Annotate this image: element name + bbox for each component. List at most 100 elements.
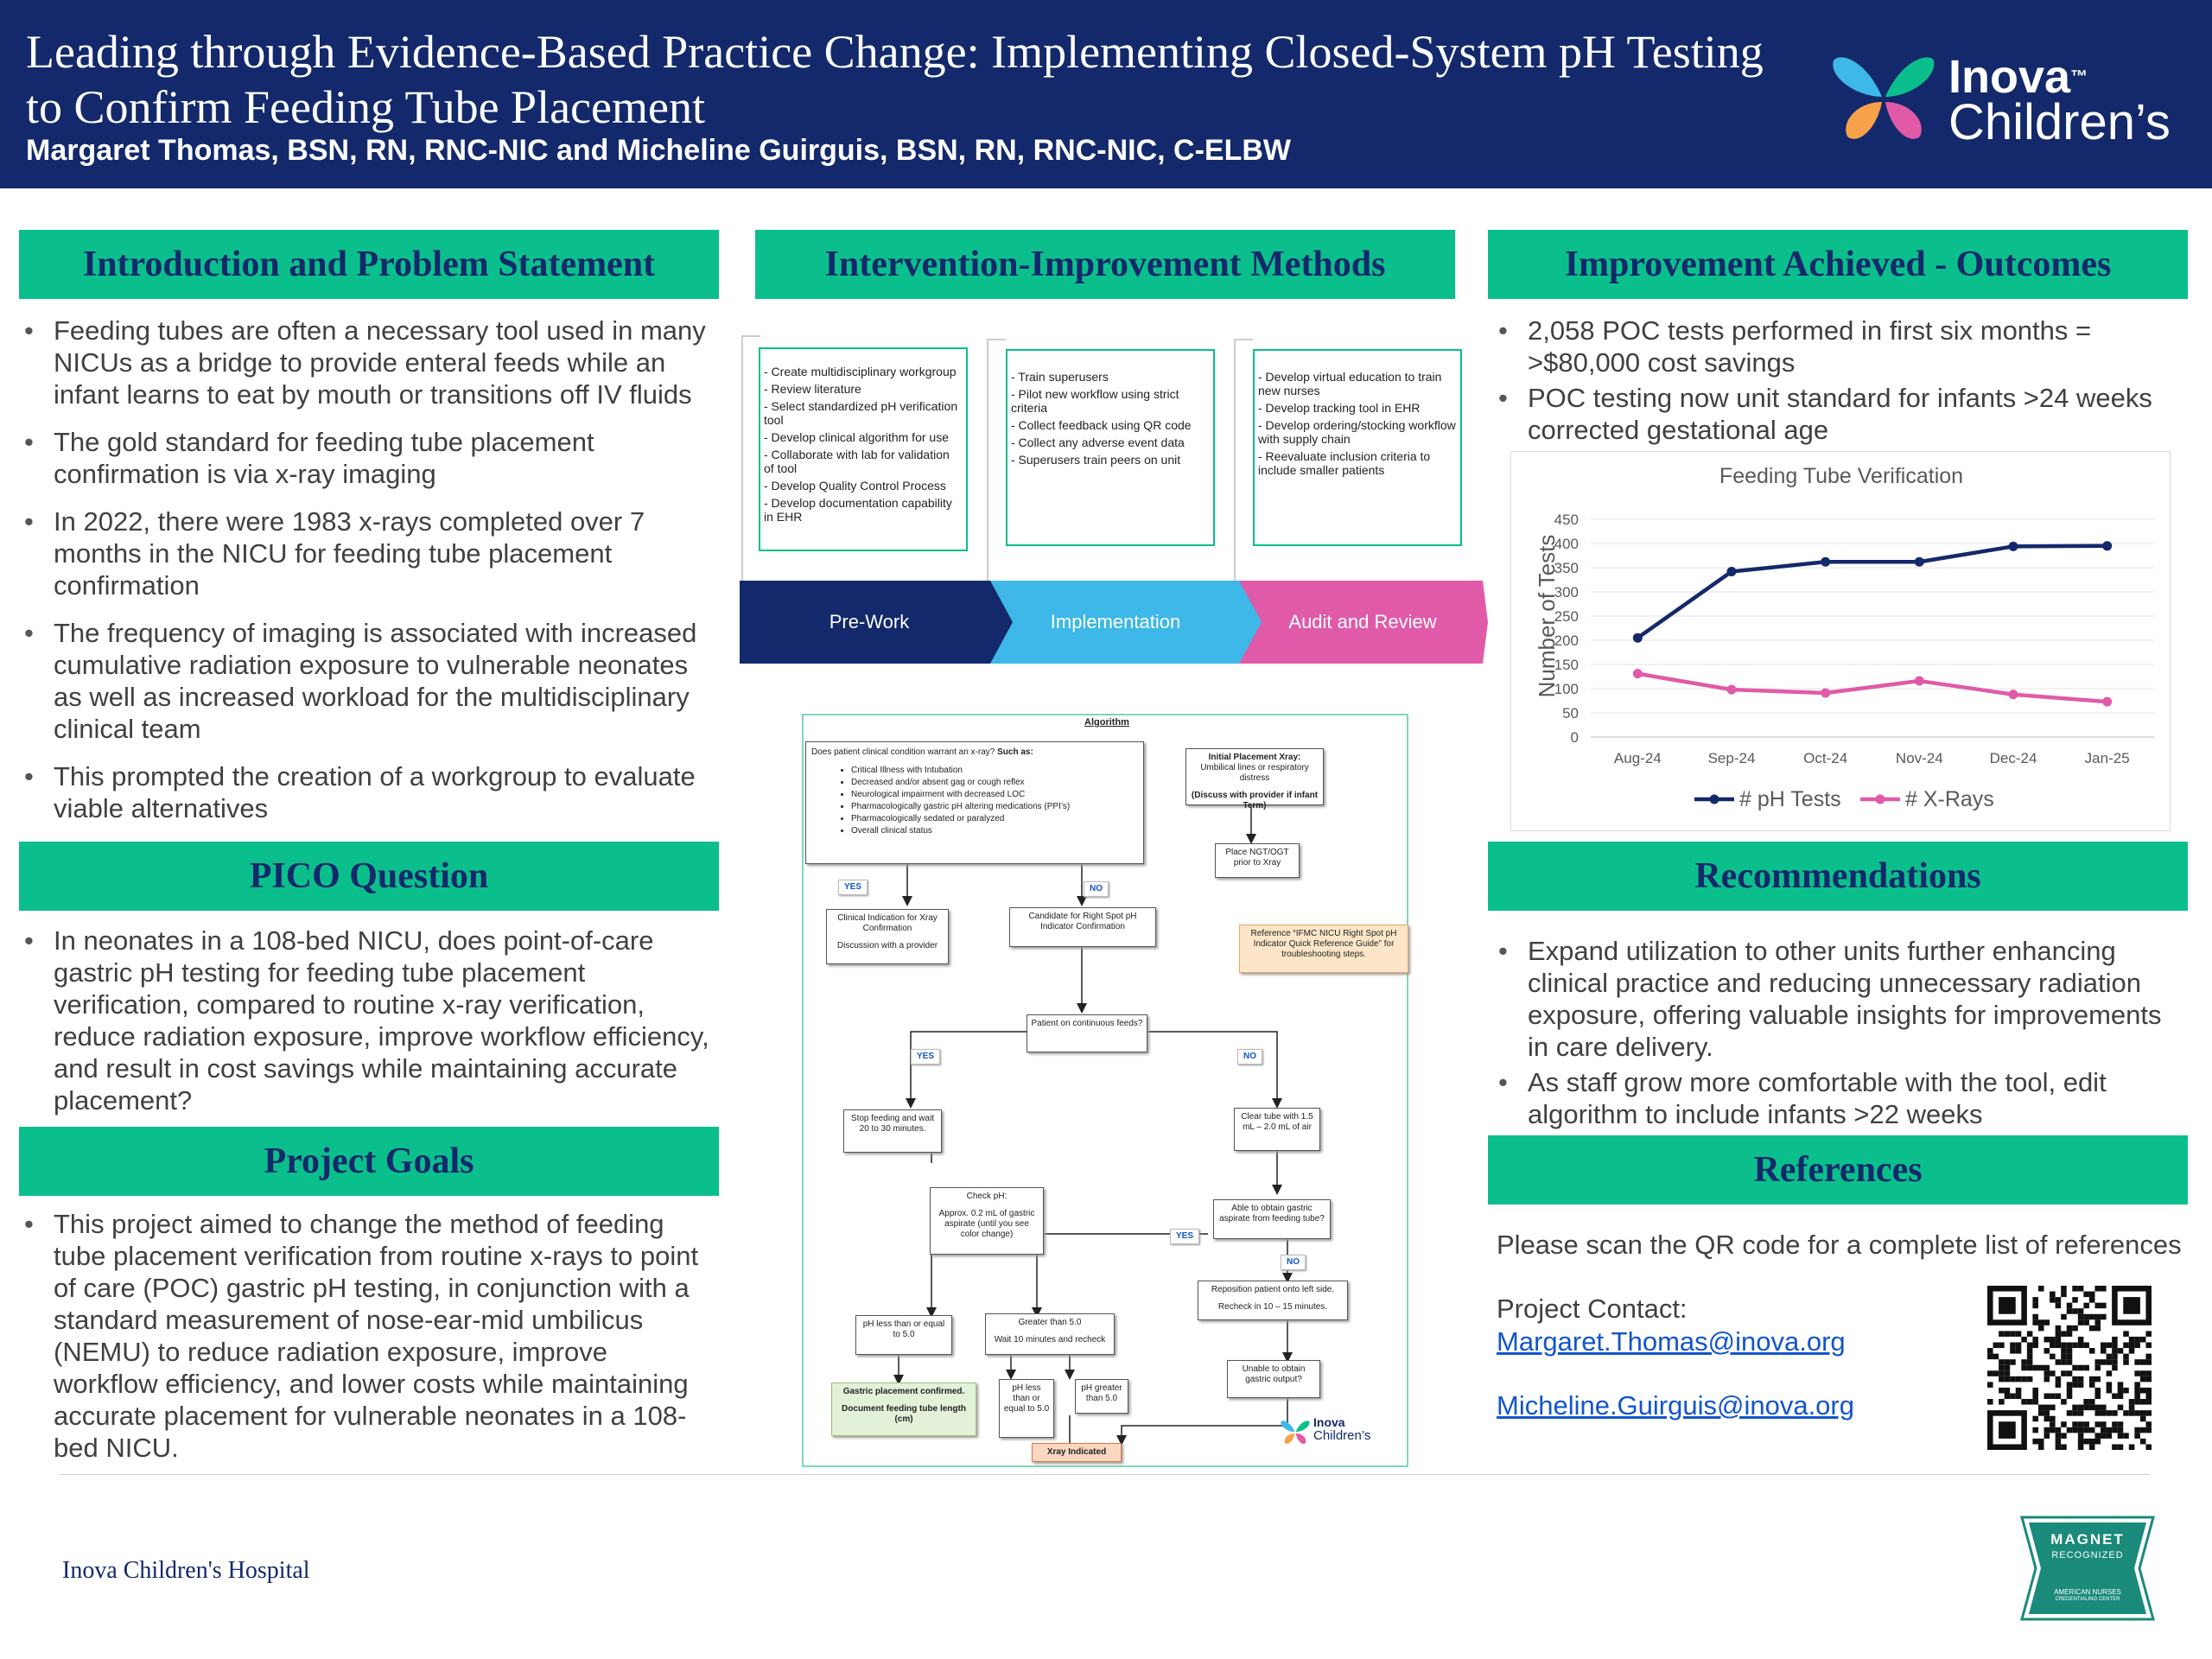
list-item: The gold standard for feeding tube place… (19, 426, 719, 490)
algorithm-logo: Inova Children’s (1281, 1415, 1384, 1450)
yes-label: YES (838, 880, 868, 895)
list-item: - Pilot new workflow using strict criter… (1011, 387, 1179, 415)
clinical-condition-box: Does patient clinical condition warrant … (805, 741, 1144, 864)
list-item: - Collaborate with lab for validation of… (764, 448, 950, 475)
list-item: Feeding tubes are often a necessary tool… (19, 315, 719, 410)
initial-xray-box: Initial Placement Xray: Umbilical lines … (1185, 748, 1324, 810)
algorithm-title: Algorithm (1084, 717, 1129, 728)
box-text: Discussion with a provider (836, 941, 938, 950)
list-item: - Train superusers (1011, 370, 1109, 384)
list-item: Decreased and/or absent gag or cough ref… (851, 777, 1138, 789)
chart-ytick-label: 350 (1554, 560, 1579, 576)
chart-point (1821, 688, 1831, 698)
clear-tube-box: Clear tube with 1.5 mL – 2.0 mL of air (1234, 1108, 1320, 1151)
box-text: Recheck in 10 – 15 minutes. (1217, 1302, 1328, 1312)
chart-series-line-2 (1637, 671, 2107, 704)
process-arrows (740, 581, 1488, 664)
feeding-tube-chart: Feeding Tube Verification Number of Test… (1510, 451, 2171, 831)
question-emphasis: Such as: (997, 747, 1033, 757)
recommendations-heading: Recommendations (1488, 842, 2188, 911)
no-label: NO (1237, 1049, 1262, 1065)
no-label: NO (1281, 1255, 1306, 1270)
goals-heading: Project Goals (19, 1127, 719, 1196)
chart-ytick-label: 450 (1554, 512, 1579, 528)
initial-xray-text: Umbilical lines or respiratory distress (1200, 763, 1309, 783)
candidate-box: Candidate for Right Spot pH Indicator Co… (1009, 907, 1156, 947)
list-item: This prompted the creation of a workgrou… (19, 760, 719, 824)
list-item: In 2022, there were 1983 x-rays complete… (19, 505, 719, 601)
bracket-line (741, 335, 760, 586)
box-text: Clinical Indication for Xray Confirmatio… (837, 913, 938, 933)
legend-label-2: # X-Rays (1905, 787, 1994, 811)
ph-greater-box: pH greater than 5.0 (1075, 1379, 1128, 1414)
methods-heading: Intervention-Improvement Methods (755, 230, 1455, 299)
list-item: Overall clinical status (851, 825, 1138, 837)
chart-xtick-label: Dec-24 (1990, 750, 2037, 766)
chart-xtick-label: Jan-25 (2085, 750, 2130, 766)
unable-obtain-box: Unable to obtain gastric output? (1227, 1360, 1320, 1398)
qr-code-icon[interactable] (1987, 1286, 2152, 1450)
chart-xtick-label: Nov-24 (1896, 750, 1943, 766)
poster-title: Leading through Evidence-Based Practice … (26, 26, 1764, 133)
list-item: 2,058 POC tests performed in first six m… (1493, 315, 2184, 378)
algorithm-flowchart: Algorithm Does patient clinical conditio… (802, 714, 1408, 1467)
list-item: - Superusers train peers on unit (1011, 453, 1181, 467)
clinical-indication-box: Clinical Indication for Xray Confirmatio… (826, 909, 949, 964)
list-item: - Develop Quality Control Process (764, 479, 946, 493)
intro-bullets: Feeding tubes are often a necessary tool… (19, 315, 719, 840)
chart-ytick-label: 0 (1571, 729, 1579, 746)
initial-xray-label: Initial Placement Xray: (1208, 753, 1301, 762)
logo-text-inova: Inova™ (1948, 51, 2088, 103)
chart-series-line-1 (1637, 543, 2107, 640)
email-link-micheline[interactable]: Micheline.Guirguis@inova.org (1497, 1390, 1854, 1421)
xray-indicated-box: Xray Indicated (1032, 1443, 1122, 1462)
box-text: Approx. 0.2 mL of gastric aspirate (unti… (938, 1209, 1035, 1239)
chart-ytick-label: 200 (1554, 632, 1579, 649)
chart-point (1632, 632, 1643, 643)
chart-point (2008, 690, 2018, 700)
chart-point (1914, 676, 1924, 686)
chart-ytick-label: 100 (1554, 681, 1579, 697)
chart-title: Feeding Tube Verification (1719, 464, 1963, 488)
legend-marker-2 (1875, 794, 1885, 804)
outcomes-bullets: 2,058 POC tests performed in first six m… (1493, 315, 2184, 449)
able-obtain-box: Able to obtain gastric aspirate from fee… (1213, 1199, 1331, 1239)
pico-bullets: In neonates in a 108-bed NICU, does poin… (19, 925, 719, 1132)
condition-list: Critical Illness with Intubation Decreas… (851, 765, 1138, 837)
list-item: - Create multidisciplinary workgroup (764, 365, 957, 378)
poster-header: Leading through Evidence-Based Practice … (0, 0, 2212, 188)
stop-feeding-box: Stop feeding and wait 20 to 30 minutes. (843, 1109, 942, 1153)
list-item: - Develop ordering/stocking workflow wit… (1258, 418, 1456, 446)
list-item: Critical Illness with Intubation (851, 765, 1138, 777)
box-text: Gastric placement confirmed. (842, 1387, 965, 1396)
chart-point (1821, 556, 1831, 567)
footer-hospital-name: Inova Children's Hospital (62, 1557, 310, 1584)
box-text: Reposition patient onto left side. (1211, 1285, 1335, 1294)
chart-xtick-label: Aug-24 (1614, 750, 1662, 766)
box-text: Document feeding tube length (cm) (842, 1404, 966, 1424)
chart-ytick-label: 400 (1554, 536, 1579, 552)
butterfly-icon (1833, 57, 1935, 139)
pico-heading: PICO Question (19, 842, 719, 911)
magnet-ancc-text: CREDENTIALING CENTER (2055, 1597, 2120, 1602)
list-item: - Collect any adverse event data (1011, 435, 1185, 449)
butterfly-icon (1281, 1421, 1310, 1444)
audit-box: - Develop virtual education to train new… (1253, 349, 1462, 546)
magnet-badge: MAGNET RECOGNIZED AMERICAN NURSES CREDEN… (2018, 1514, 2157, 1623)
chart-point (2102, 541, 2113, 551)
list-item: Pharmacologically sedated or paralyzed (851, 813, 1138, 825)
check-ph-box: Check pH: Approx. 0.2 mL of gastric aspi… (930, 1187, 1044, 1255)
email-link-margaret[interactable]: Margaret.Thomas@inova.org (1497, 1326, 1846, 1357)
list-item: POC testing now unit standard for infant… (1493, 382, 2184, 446)
question-text: Does patient clinical condition warrant … (811, 747, 995, 757)
logo-text-childrens: Children’s (1948, 94, 2171, 150)
reference-box: Reference “IFMC NICU Right Spot pH Indic… (1239, 925, 1408, 973)
chart-point (1914, 556, 1924, 567)
list-item: - Develop virtual education to train new… (1258, 370, 1442, 397)
chart-ytick-label: 250 (1554, 608, 1579, 625)
logo-text-childrens: Children’s (1313, 1428, 1371, 1443)
prework-label: Pre-Work (829, 611, 910, 632)
logo-text-inova: Inova (1313, 1415, 1345, 1429)
chart-svg: Feeding Tube Verification Number of Test… (1534, 464, 2154, 811)
project-contact-label: Project Contact: (1497, 1294, 1688, 1324)
